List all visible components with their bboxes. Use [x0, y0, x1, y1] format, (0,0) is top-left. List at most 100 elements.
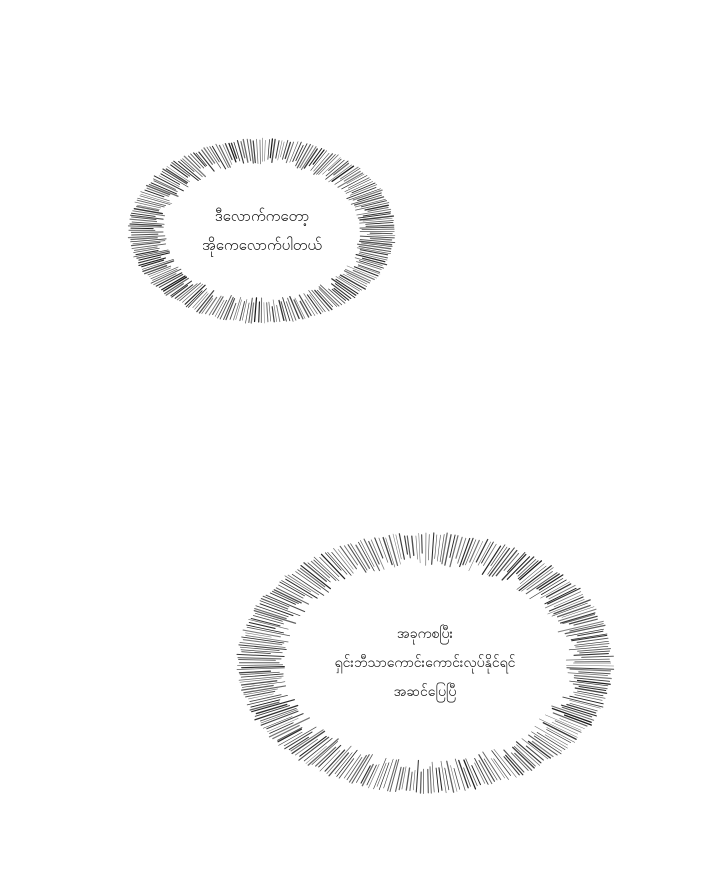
- burst-stroke: [518, 565, 552, 592]
- burst-stroke: [158, 175, 180, 187]
- burst-stroke: [233, 296, 242, 321]
- burst-stroke: [363, 538, 381, 572]
- burst-stroke: [280, 301, 287, 322]
- burst-stroke: [171, 285, 189, 298]
- burst-stroke: [334, 168, 361, 185]
- burst-stroke: [566, 664, 614, 667]
- burst-stroke: [259, 600, 301, 617]
- burst-stroke: [130, 214, 164, 220]
- burst-stroke: [241, 681, 286, 688]
- burst-stroke: [490, 544, 506, 567]
- burst-stroke: [185, 290, 203, 308]
- burst-stroke: [362, 257, 388, 266]
- burst-stroke: [277, 727, 303, 741]
- burst-stroke: [252, 140, 256, 164]
- burst-stroke: [565, 658, 610, 661]
- burst-stroke: [295, 143, 308, 167]
- burst-stroke: [364, 204, 389, 211]
- burst-stroke: [180, 159, 195, 172]
- burst-stroke: [318, 288, 338, 307]
- burst-stroke: [578, 685, 607, 692]
- burst-stroke: [437, 534, 441, 562]
- burst-stroke: [299, 567, 326, 588]
- burst-stroke: [538, 574, 564, 591]
- burst-stroke: [137, 204, 160, 210]
- burst-stroke: [262, 716, 293, 729]
- burst-stroke: [491, 547, 515, 577]
- burst-stroke: [516, 565, 547, 590]
- burst-stroke: [153, 178, 176, 190]
- burst-stroke: [355, 202, 390, 211]
- burst-stroke: [289, 141, 299, 163]
- burst-stroke: [431, 761, 435, 793]
- burst-stroke: [444, 534, 452, 566]
- burst-stroke: [238, 675, 284, 681]
- burst-stroke: [198, 151, 215, 172]
- burst-stroke: [345, 268, 372, 282]
- burst-stroke: [254, 705, 291, 717]
- burst-stroke: [166, 166, 190, 183]
- burst-stroke: [493, 749, 517, 778]
- burst-stroke: [360, 540, 375, 567]
- burst-stroke: [316, 154, 336, 175]
- burst-stroke: [365, 224, 395, 228]
- burst-stroke: [254, 704, 299, 721]
- burst-stroke: [346, 273, 368, 285]
- burst-stroke: [463, 759, 477, 790]
- burst-stroke: [298, 736, 330, 761]
- burst-stroke: [356, 243, 392, 250]
- burst-stroke: [347, 544, 367, 573]
- burst-stroke: [449, 535, 459, 568]
- burst-stroke: [493, 758, 509, 780]
- burst-stroke: [292, 141, 302, 162]
- burst-stroke: [525, 745, 544, 761]
- burst-stroke: [173, 160, 199, 181]
- burst-stroke: [326, 745, 352, 774]
- burst-stroke: [236, 653, 285, 658]
- burst-border-2: [236, 532, 615, 794]
- burst-stroke: [356, 261, 382, 270]
- burst-stroke: [516, 556, 535, 575]
- burst-stroke: [434, 534, 438, 559]
- burst-stroke: [468, 541, 484, 572]
- burst-stroke: [519, 560, 543, 581]
- burst-stroke: [547, 587, 581, 605]
- burst-stroke: [308, 148, 323, 167]
- burst-stroke: [314, 289, 333, 311]
- burst-stroke: [355, 544, 371, 569]
- burst-stroke: [266, 302, 269, 323]
- burst-stroke: [482, 751, 502, 781]
- burst-stroke: [411, 535, 415, 557]
- burst-stroke: [378, 537, 389, 563]
- burst-stroke: [250, 617, 281, 627]
- burst-stroke: [495, 549, 518, 577]
- burst-stroke: [548, 596, 584, 612]
- bubble-1-line-1: ဒီလောက်ကတော့: [214, 207, 310, 225]
- burst-stroke: [293, 299, 304, 320]
- burst-stroke: [519, 563, 545, 584]
- burst-stroke: [545, 714, 582, 731]
- burst-stroke: [358, 260, 384, 269]
- burst-stroke: [239, 671, 280, 676]
- burst-stroke: [563, 714, 592, 726]
- burst-stroke: [368, 763, 380, 789]
- burst-stroke: [552, 712, 588, 727]
- burst-stroke: [319, 750, 341, 772]
- burst-stroke: [334, 752, 353, 775]
- burst-stroke: [569, 668, 612, 672]
- burst-stroke: [516, 744, 541, 766]
- burst-stroke: [490, 758, 505, 779]
- burst-stroke: [398, 767, 405, 791]
- burst-stroke: [145, 184, 171, 196]
- burst-stroke: [579, 650, 611, 654]
- burst-stroke: [212, 296, 224, 316]
- burst-stroke: [569, 695, 604, 705]
- burst-stroke: [505, 754, 524, 776]
- burst-stroke: [249, 701, 280, 711]
- burst-stroke: [574, 640, 609, 646]
- burst-stroke: [266, 713, 304, 730]
- burst-stroke: [267, 139, 270, 160]
- burst-stroke: [248, 297, 253, 324]
- burst-stroke: [361, 242, 393, 247]
